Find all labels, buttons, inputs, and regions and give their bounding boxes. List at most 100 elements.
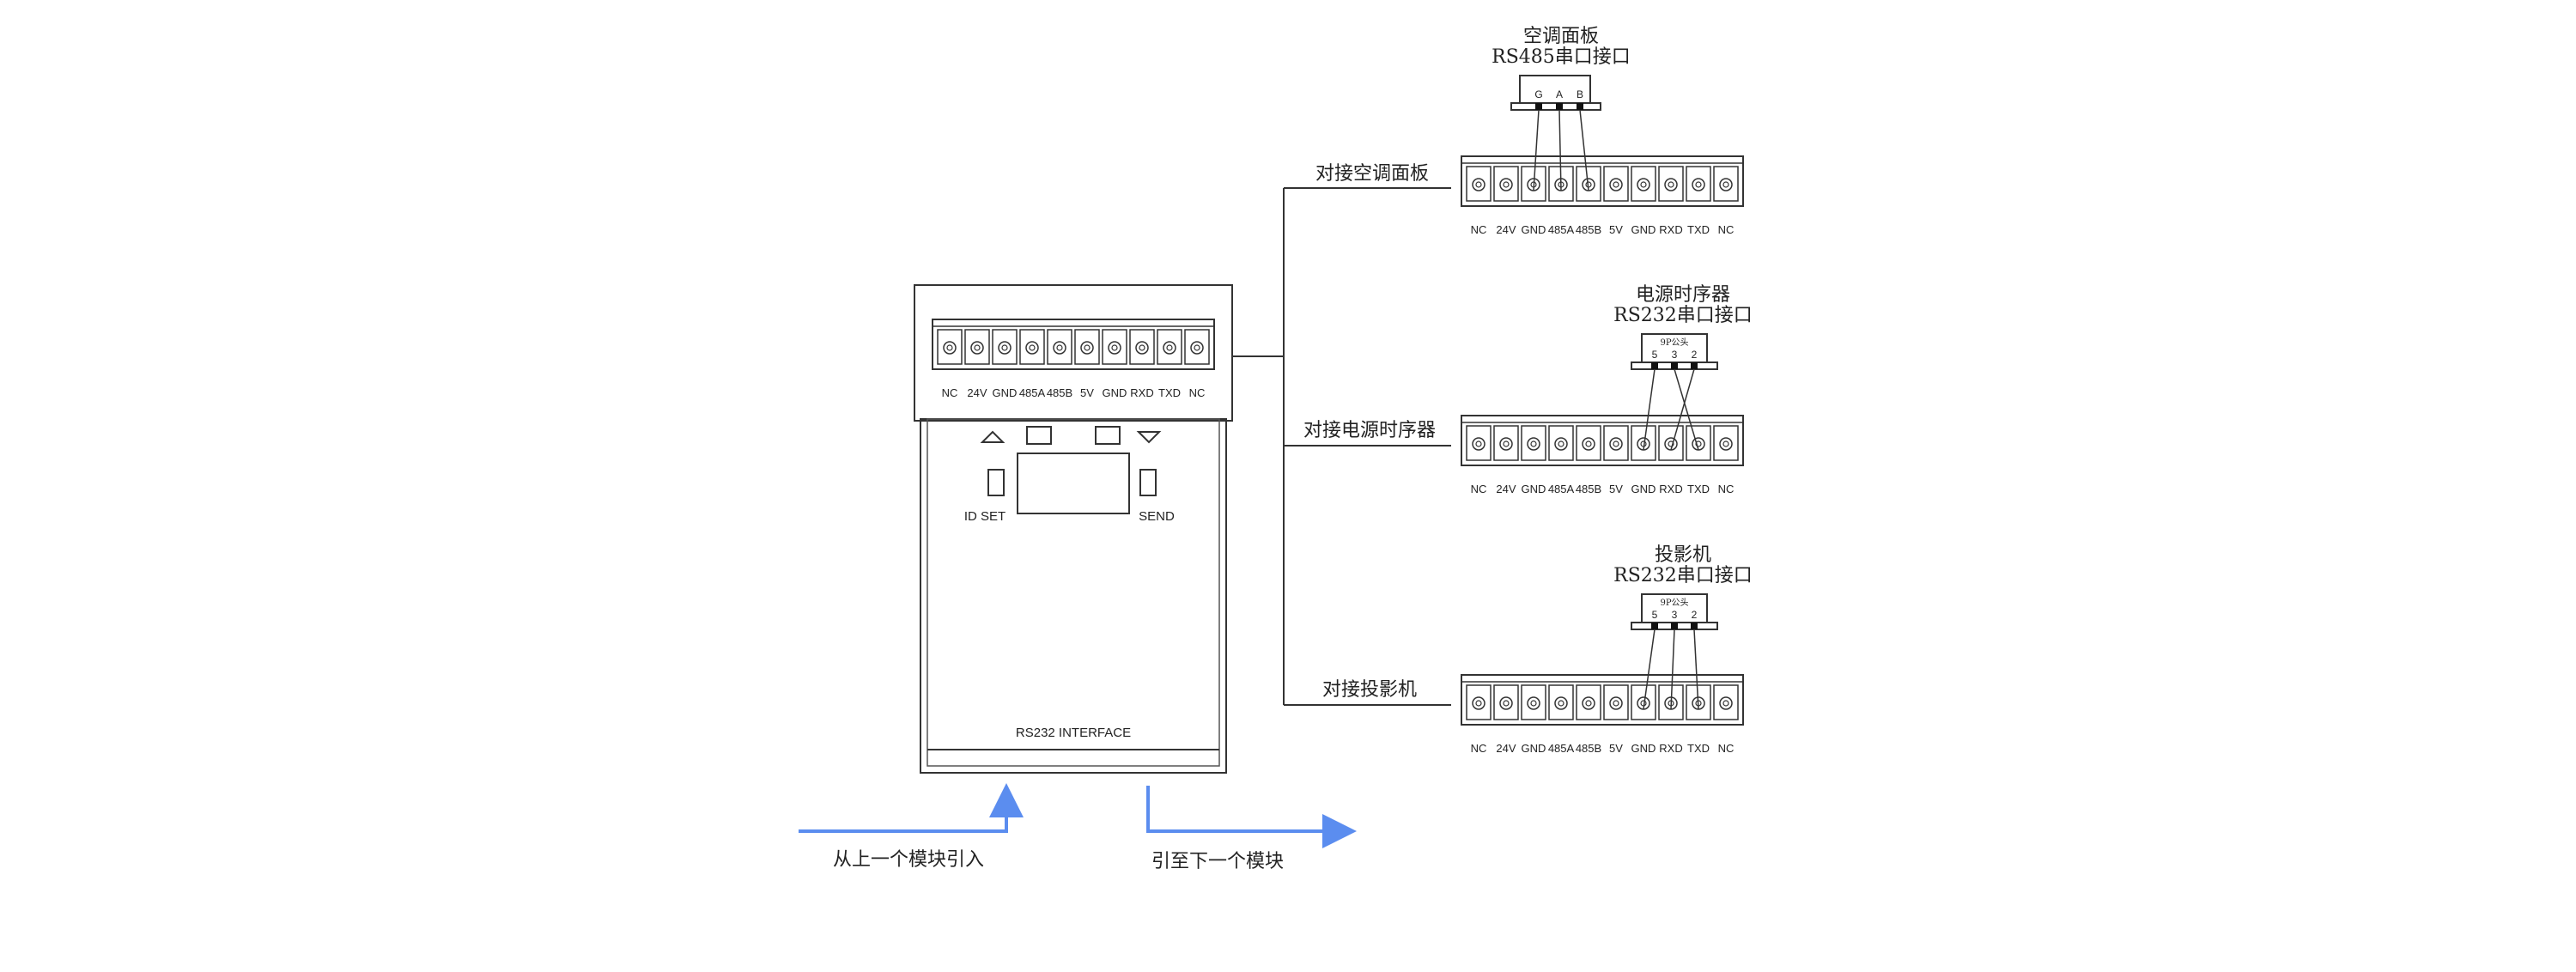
target-2-terminal-screw-icon [1582,437,1595,451]
target-3-terminal-screw-icon [1554,696,1568,710]
module-terminal-pin-label: 485B [1047,386,1072,399]
target-2-terminal-screw-core [1722,440,1729,447]
target-2-pin-2: 2 [1692,349,1698,361]
target-3-terminal-pin-label: NC [1718,742,1735,755]
module-terminal-pin-slot [937,329,963,365]
module-terminal-screw-core [1084,344,1091,351]
module-terminal-pin-slot [1184,329,1210,365]
target-1-terminal-pin-label: GND [1631,223,1656,236]
target-3-terminal-screw-core [1503,700,1510,707]
send-button[interactable] [1139,469,1157,496]
target-2-terminal-pin-slot [1576,425,1601,461]
target-2-pin-5: 5 [1652,349,1658,361]
target-1-terminal-screw-icon [1719,178,1733,191]
target-1-wiring [1533,109,1589,191]
target-3-terminal-pin-label: 485A [1548,742,1575,755]
target-3-terminal-pin-slot [1576,684,1601,720]
target-2-terminal-screw-icon [1554,437,1568,451]
target-3-subtitle: RS232串口接口 [1613,565,1753,586]
target-3-terminal-pin-label: TXD [1687,742,1710,755]
wire-2-to-txd [1693,629,1699,710]
module-terminal-screw-icon [1135,341,1149,355]
module-terminal-pin-label: RXD [1130,386,1153,399]
target-2-contact-5 [1651,362,1658,369]
target-1-terminal-pin-label: 485A [1548,223,1575,236]
target-1-title: 空调面板 [1523,26,1599,47]
target-2-terminal-screw-core [1503,440,1510,447]
branch-label-1: 对接空调面板 [1315,163,1429,185]
target-1-terminal-pin-label: 5V [1609,223,1623,236]
module-terminal-pin-label: TXD [1158,386,1181,399]
target-2-terminal-pin-label: 485A [1548,483,1575,495]
target-1-subtitle: RS485串口接口 [1492,46,1631,68]
target-2-terminal-screw-core [1695,440,1702,447]
branch-label-2: 对接电源时序器 [1303,420,1436,441]
target-3-terminal-pin-label: GND [1631,742,1656,755]
signal-flow: 从上一个模块引入 引至下一个模块 [799,783,1357,872]
up-arrow-icon[interactable] [980,430,1005,443]
target-3-contact-5 [1651,623,1658,629]
module-terminal-pin-slot [1074,329,1100,365]
target-2-terminal-screw-icon [1499,437,1513,451]
target-2-terminal-screw-core [1668,440,1674,447]
target-3-terminal-pin-label: GND [1522,742,1546,755]
target-3-terminal-pin-label: 5V [1609,742,1623,755]
target-1-terminal-pin-slot [1521,166,1546,202]
target-2-terminal-pin-label: TXD [1687,483,1710,495]
target-3-terminal-screw-core [1530,700,1537,707]
wire-2-to-rxd [1670,368,1695,451]
target-3-terminal-screw-icon [1719,696,1733,710]
target-3-pin-5: 5 [1652,609,1658,621]
target-3-terminal-pin-label: RXD [1659,742,1682,755]
target-3-terminal-screw-icon [1582,696,1595,710]
target-2-contact-2 [1691,362,1698,369]
target-2-terminal-pin-slot [1548,425,1574,461]
wire-3-to-txd [1674,368,1699,451]
target-3-terminal-screw-core [1585,700,1592,707]
module-terminal-screw-icon [970,341,984,355]
module-terminal-screw-icon [1108,341,1121,355]
target-3-terminal-screw-core [1558,700,1564,707]
interface-label: RS232 INTERFACE [1016,726,1131,740]
target-1-terminal-screw-core [1640,181,1647,188]
target-3-terminal-pin-label: 24V [1496,742,1516,755]
module-terminal-screw-core [1111,344,1118,351]
module-terminal-screw-icon [1025,341,1039,355]
target-2-terminal-screw-icon [1719,437,1733,451]
outgoing-arrow [1146,786,1357,848]
target-1-terminal-pin-label: 24V [1496,223,1516,236]
module-terminal-screw-core [1056,344,1063,351]
id-set-button[interactable] [987,469,1005,496]
target-2-terminal-screw-icon [1527,437,1540,451]
indicator-left [1026,426,1052,445]
target-2-terminal-housing [1461,415,1744,466]
module-terminal-screw-core [946,344,953,351]
id-set-label: ID SET [964,509,1005,524]
target-3-terminal-pin-label: 485B [1576,742,1601,755]
module-terminal-screw-icon [1163,341,1176,355]
module-body-frame [920,418,1227,774]
module-terminal-pin-label: 24V [967,386,987,399]
target-2-terminal-pin-slot [1631,425,1656,461]
module-terminal-pin-slot [1157,329,1182,365]
target-3-terminal-pin-slot [1493,684,1519,720]
module-terminal-screw-core [1001,344,1008,351]
wire-b-to-485b [1579,109,1589,191]
module-terminal-pin-slot [1019,329,1045,365]
target-1-terminal-screw-core [1695,181,1702,188]
target-3-terminal-pin-slot [1466,684,1492,720]
wire-3-to-rxd [1670,629,1675,710]
branch-label-3: 对接投影机 [1322,679,1417,701]
module-terminal-pin-label: 5V [1080,386,1094,399]
incoming-label: 从上一个模块引入 [833,849,984,871]
target-1-terminal-pin-label: GND [1522,223,1546,236]
target-3-terminal-pin-slot [1548,684,1574,720]
module-top-frame [914,284,1233,422]
target-2-title: 电源时序器 [1636,284,1730,306]
wire-5-to-gnd [1643,629,1656,710]
target-2-terminal-pin-label: RXD [1659,483,1682,495]
down-arrow-icon[interactable] [1136,431,1162,444]
